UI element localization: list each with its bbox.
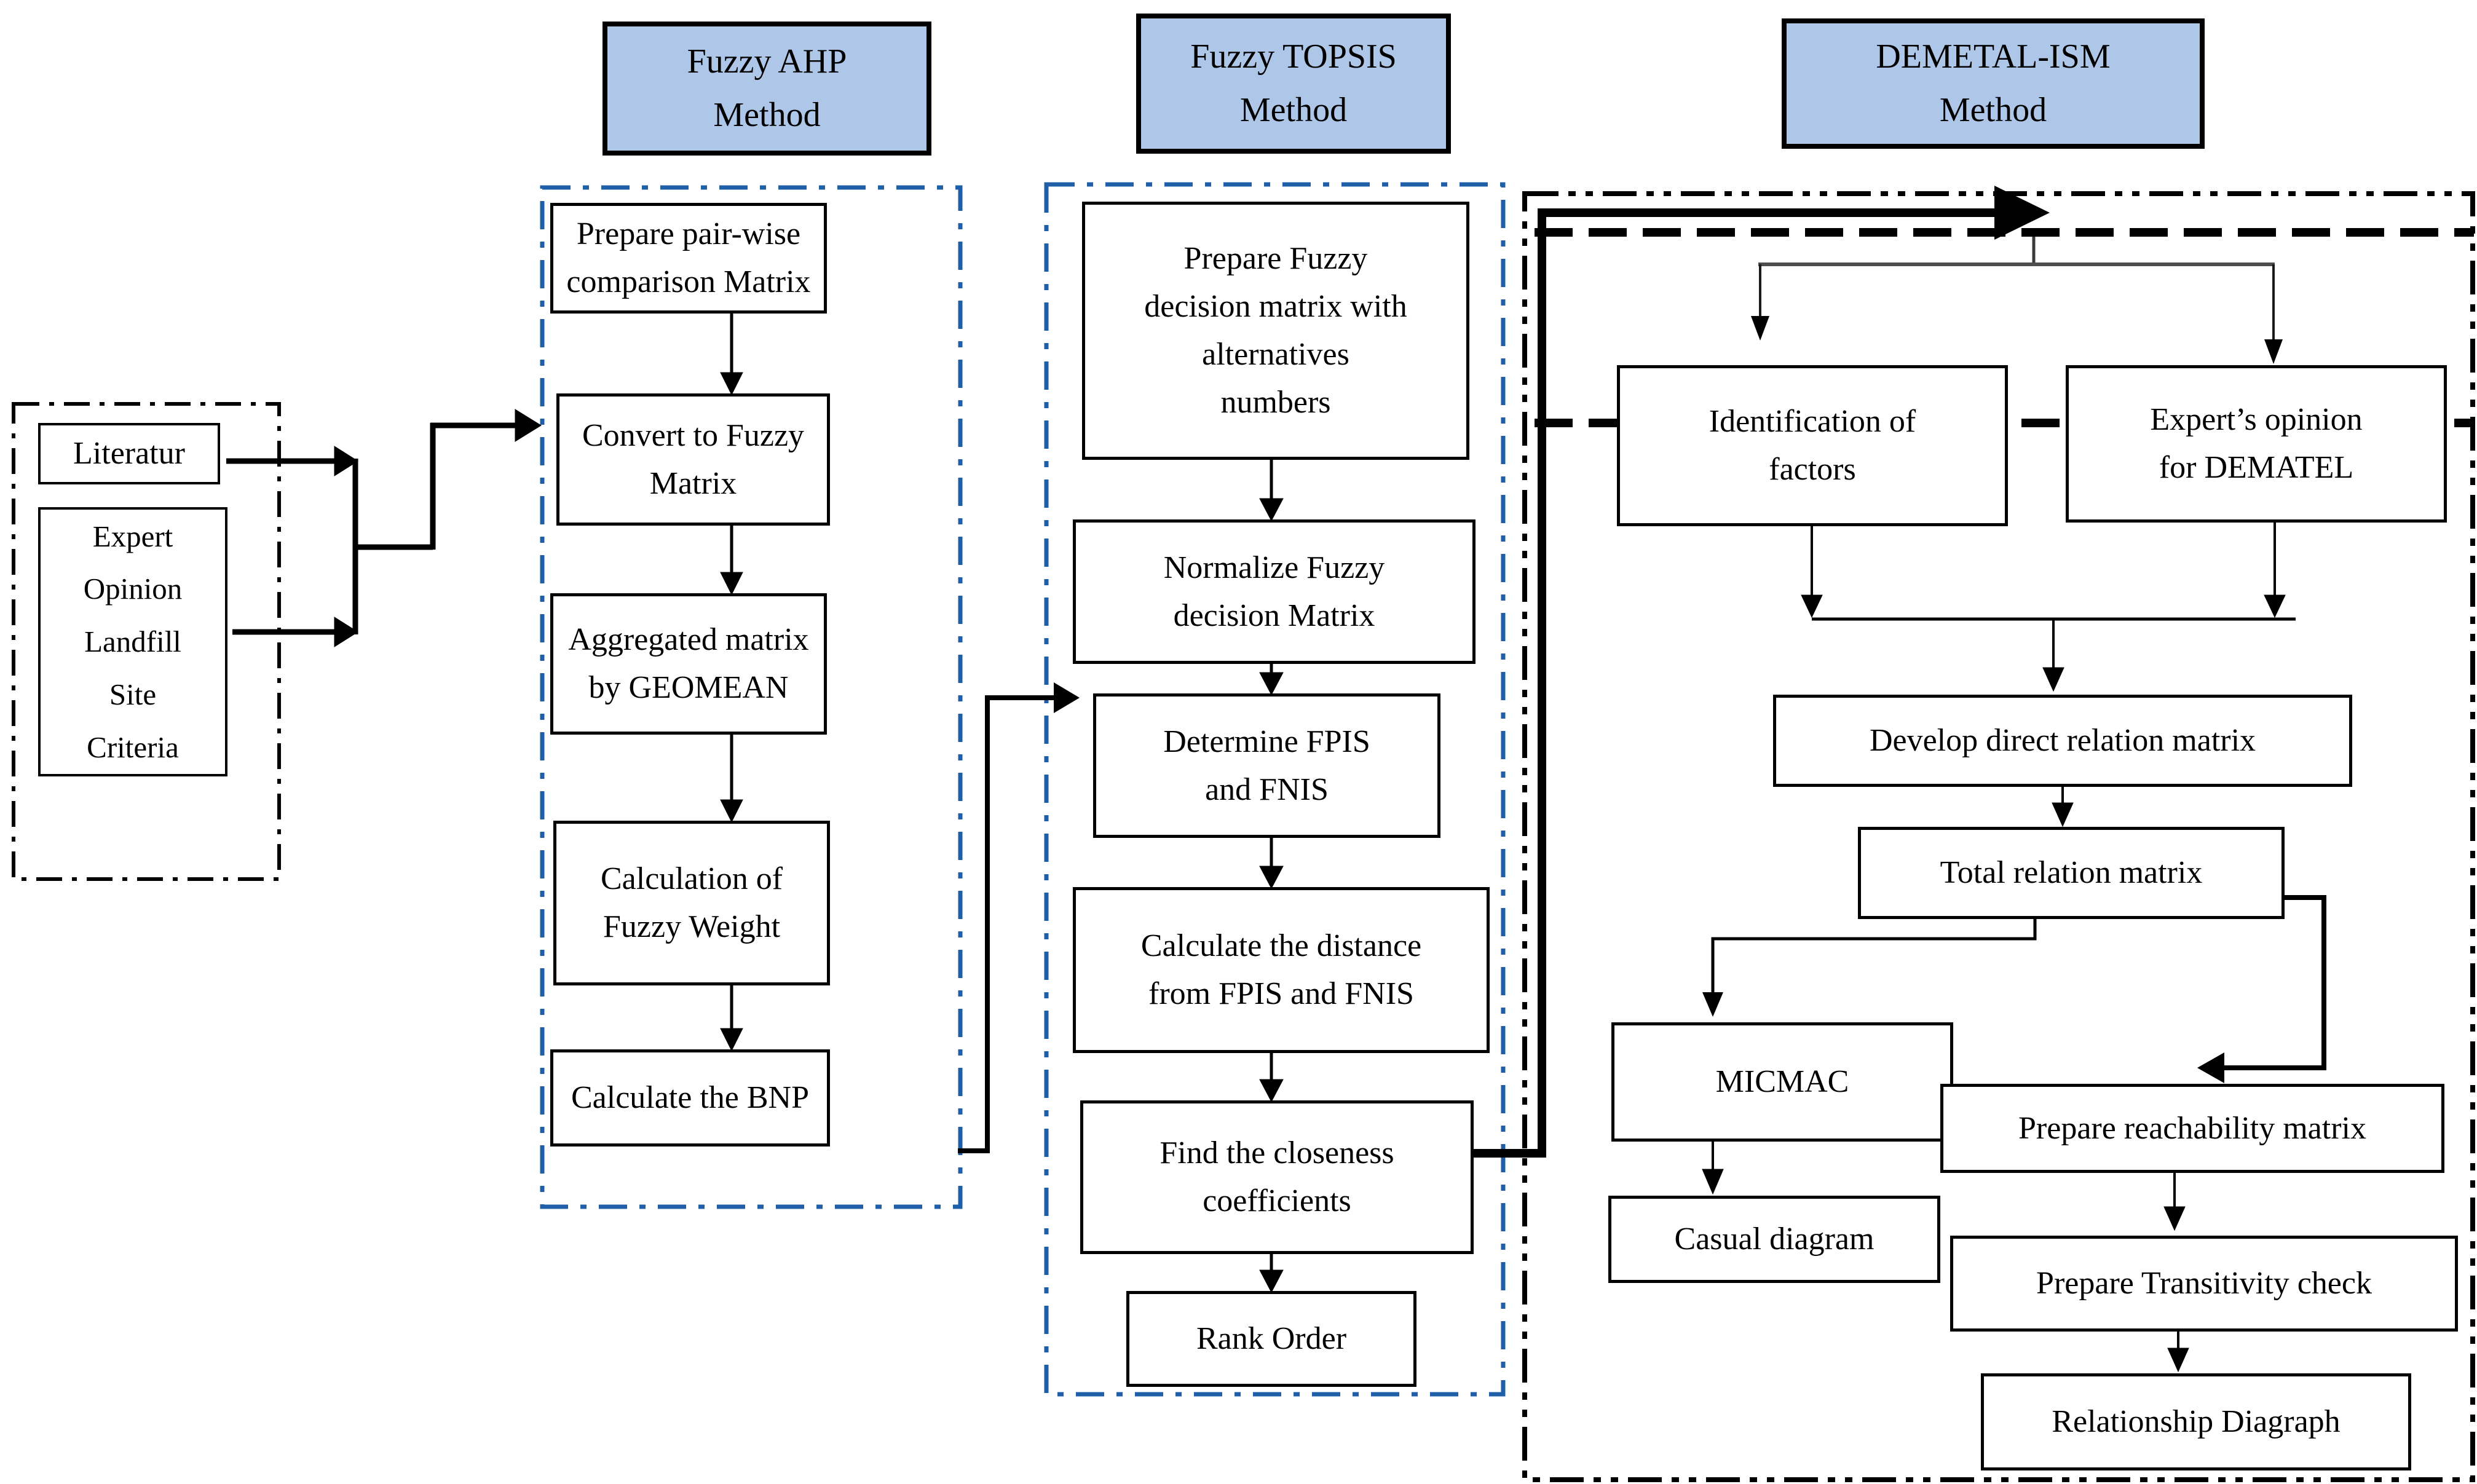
header-fuzzy-topsis: Fuzzy TOPSIS Method	[1136, 14, 1451, 154]
ahp-step-aggregated-geomean: Aggregated matrix by GEOMEAN	[550, 593, 827, 735]
arrowhead-icon	[1702, 992, 1723, 1017]
sources-container-border	[12, 402, 281, 881]
dematel-transitivity-box: Prepare Transitivity check	[1950, 1236, 2458, 1332]
arrowhead-icon	[2264, 594, 2286, 618]
dematel-micmac-box: MICMAC	[1611, 1022, 1953, 1142]
dematel-merge-arrows	[1801, 523, 2296, 692]
arrowhead-icon	[1259, 498, 1284, 522]
header-dematel-ism: DEMETAL-ISM Method	[1782, 18, 2205, 149]
arrowhead-icon	[1054, 682, 1080, 713]
topsis-flow-arrows	[1259, 460, 1284, 1293]
arrowhead-icon	[1751, 316, 1769, 341]
arrowhead-icon	[1801, 594, 1823, 618]
arrowhead-icon	[1702, 1169, 1724, 1195]
arrow-develop-to-total	[2052, 787, 2074, 827]
topsis-step-rank-order: Rank Order	[1126, 1291, 1416, 1387]
arrowhead-icon	[1259, 1269, 1284, 1293]
dematel-top-split	[1751, 237, 2283, 364]
ahp-flow-arrows	[720, 314, 743, 1052]
arrowhead-icon	[334, 446, 358, 476]
arrowhead-icon	[2163, 1206, 2186, 1231]
connector-ahp-to-topsis	[958, 682, 1080, 1153]
arrowhead-icon	[1994, 186, 2050, 240]
arrow-reachability-to-transitivity	[2163, 1173, 2186, 1231]
dematel-expert-opinion-box: Expert’s opinion for DEMATEL	[2066, 365, 2447, 523]
arrowhead-icon	[1259, 1079, 1284, 1103]
arrowhead-icon	[334, 617, 358, 647]
dematel-total-matrix-box: Total relation matrix	[1858, 827, 2285, 919]
arrowhead-icon	[1259, 672, 1284, 696]
dematel-identification-box: Identification of factors	[1617, 365, 2008, 526]
ahp-container-border	[540, 185, 963, 1209]
topsis-step-normalize: Normalize Fuzzy decision Matrix	[1073, 519, 1476, 664]
arrowhead-icon	[720, 799, 743, 823]
header-fuzzy-ahp: Fuzzy AHP Method	[602, 22, 931, 156]
dematel-develop-matrix-box: Develop direct relation matrix	[1773, 695, 2352, 787]
dematel-casual-diagram-box: Casual diagram	[1608, 1196, 1940, 1283]
arrowhead-icon	[2167, 1348, 2189, 1373]
topsis-step-closeness: Find the closeness coefficients	[1080, 1100, 1474, 1254]
connector-total-to-reachability	[2197, 895, 2326, 1083]
arrow-transitivity-to-relationship	[2167, 1332, 2189, 1373]
ahp-step-prepare-pairwise: Prepare pair-wise comparison Matrix	[550, 203, 827, 314]
arrowhead-icon	[2042, 667, 2064, 692]
source-literature-box: Literatur	[38, 423, 220, 484]
connector-sources-to-ahp	[226, 409, 542, 647]
ahp-step-calculate-bnp: Calculate the BNP	[550, 1049, 830, 1147]
topsis-step-prepare-decision-matrix: Prepare Fuzzy decision matrix with alter…	[1082, 202, 1469, 460]
arrowhead-icon	[1259, 866, 1284, 890]
arrowhead-icon	[2052, 802, 2074, 827]
topsis-step-distance: Calculate the distance from FPIS and FNI…	[1073, 887, 1490, 1053]
source-expert-criteria-box: Expert Opinion Landfill Site Criteria	[38, 507, 227, 776]
connector-total-to-micmac	[1702, 919, 2037, 1017]
connector-topsis-to-dematel	[1471, 186, 2050, 1158]
arrowhead-icon	[2197, 1052, 2224, 1083]
topsis-step-determine-fpis-fnis: Determine FPIS and FNIS	[1093, 693, 1440, 838]
arrowhead-icon	[720, 1028, 743, 1052]
arrowhead-icon	[2264, 339, 2283, 364]
topsis-container-border	[1044, 182, 1506, 1397]
arrow-micmac-to-casual	[1702, 1142, 1724, 1195]
ahp-step-convert-fuzzy: Convert to Fuzzy Matrix	[556, 393, 830, 526]
dematel-relationship-box: Relationship Diagraph	[1981, 1373, 2411, 1470]
arrowhead-icon	[720, 572, 743, 596]
ahp-step-fuzzy-weight: Calculation of Fuzzy Weight	[553, 821, 830, 985]
arrowhead-icon	[720, 372, 743, 396]
dematel-reachability-box: Prepare reachability matrix	[1940, 1084, 2444, 1173]
arrowhead-icon	[515, 409, 542, 442]
